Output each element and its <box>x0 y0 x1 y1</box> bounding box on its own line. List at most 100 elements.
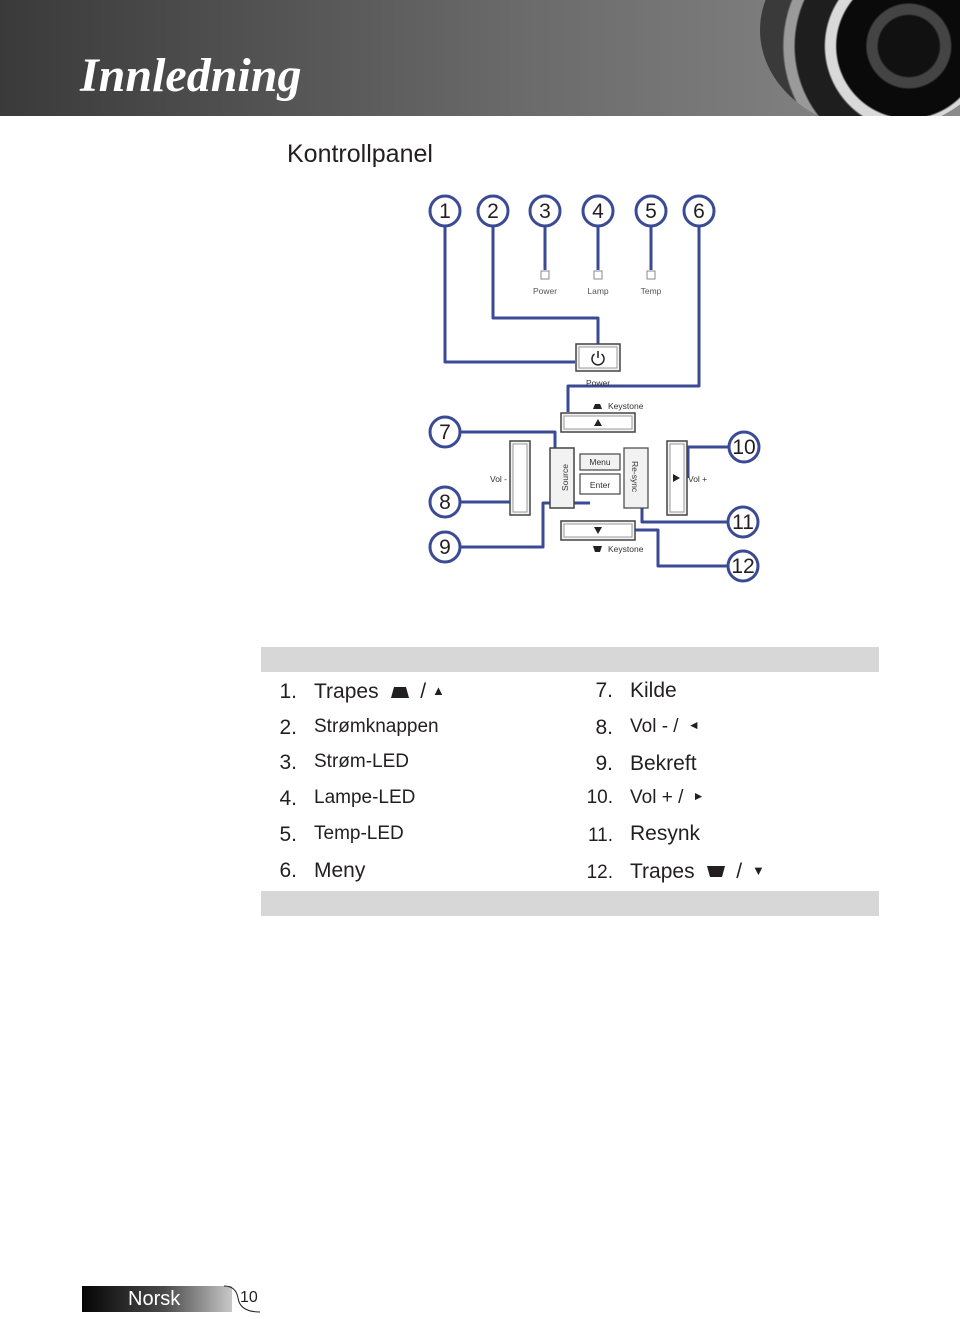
legend-num: 7. <box>595 679 613 702</box>
legend-num: 11. <box>587 825 613 846</box>
power-icon <box>591 351 605 366</box>
legend-label: Temp-LED <box>314 823 404 844</box>
callout-10: 10 <box>727 430 761 464</box>
svg-text:6: 6 <box>693 200 705 223</box>
svg-text:4: 4 <box>592 200 604 223</box>
legend-num: 8. <box>595 716 613 739</box>
legend-label: Lampe-LED <box>314 787 416 808</box>
keystone-up-icon <box>593 404 602 409</box>
callout-7: 7 <box>428 415 462 449</box>
legend-num: 12. <box>586 862 613 883</box>
temp-led-icon <box>646 270 656 280</box>
footer-curve-decoration <box>223 1285 261 1313</box>
lamp-led-icon <box>593 270 603 280</box>
line-10 <box>686 445 729 478</box>
resync-label: Re-sync <box>630 461 640 493</box>
triangle-right-icon: ► <box>692 789 705 803</box>
legend-num: 1. <box>279 680 297 703</box>
callout-11: 11 <box>726 505 760 539</box>
source-button[interactable]: Source <box>549 447 575 509</box>
callout-1: 1 <box>428 194 462 228</box>
keystone-up-button[interactable] <box>560 412 636 433</box>
arrow-down-icon <box>594 527 602 534</box>
legend-label: Strømknappen <box>314 716 439 737</box>
triangle-down-icon: ▼ <box>751 863 765 878</box>
svg-text:9: 9 <box>439 536 451 559</box>
callout-8: 8 <box>428 485 462 519</box>
legend-label: Meny <box>314 859 366 882</box>
keystone-top-label: Keystone <box>608 401 644 411</box>
legend-bottom-band <box>261 891 879 916</box>
enter-button[interactable]: Enter <box>579 473 621 495</box>
power-led-icon <box>540 270 550 280</box>
temp-led-label: Temp <box>641 286 662 296</box>
led-indicators: Power Lamp Temp <box>533 270 662 296</box>
svg-text:12: 12 <box>731 555 754 578</box>
vol-minus-label: Vol - <box>490 474 507 484</box>
line-6 <box>566 226 701 412</box>
footer-language-bar <box>82 1286 232 1312</box>
triangle-up-icon: ▲ <box>431 683 445 698</box>
power-button[interactable] <box>575 343 621 372</box>
vol-plus-label: Vol + <box>688 474 707 484</box>
legend-num: 4. <box>279 787 297 810</box>
legend-num: 2. <box>279 716 297 739</box>
keystone-down-icon <box>707 866 726 877</box>
keystone-down-icon <box>593 546 602 552</box>
callout-3: 3 <box>528 194 562 228</box>
svg-text:10: 10 <box>732 436 755 459</box>
footer-language: Norsk <box>128 1288 181 1310</box>
svg-text:11: 11 <box>732 511 754 534</box>
chapter-title: Innledning <box>80 49 302 102</box>
legend-label: Trapes / ▲ <box>314 680 445 703</box>
control-panel-diagram: Power Lamp Temp Power Keystone Vol - Sou… <box>428 194 761 583</box>
callout-6: 6 <box>682 194 716 228</box>
svg-text:3: 3 <box>539 200 551 223</box>
projector-lens-graphic <box>760 0 960 116</box>
menu-label: Menu <box>589 457 611 467</box>
line-12 <box>630 528 728 568</box>
arrow-up-icon <box>594 419 602 426</box>
svg-text:2: 2 <box>487 200 499 223</box>
power-button-label: Power <box>586 378 610 388</box>
chapter-header: Innledning <box>0 0 960 116</box>
keystone-up-icon <box>391 687 410 698</box>
legend-label: Kilde <box>630 679 677 702</box>
legend-label: Strøm-LED <box>314 751 409 772</box>
enter-label: Enter <box>590 480 610 490</box>
legend-num: 5. <box>279 823 297 846</box>
section-title: Kontrollpanel <box>287 140 433 168</box>
power-led-label: Power <box>533 286 557 296</box>
legend-label: Trapes / ▼ <box>630 860 765 883</box>
legend-list: 1. Trapes / ▲ 2. Strømknappen 3. Strøm-L… <box>261 672 879 890</box>
legend-num: 3. <box>279 751 297 774</box>
svg-text:8: 8 <box>439 491 451 514</box>
menu-button[interactable]: Menu <box>579 453 621 471</box>
legend-num: 6. <box>279 859 297 882</box>
lamp-led-label: Lamp <box>587 286 609 296</box>
vol-minus-button[interactable] <box>509 440 531 516</box>
keystone-bottom-label: Keystone <box>608 544 644 554</box>
page-number: 10 <box>240 1289 258 1306</box>
arrow-right-icon <box>673 474 680 482</box>
line-1 <box>443 226 575 364</box>
svg-text:5: 5 <box>645 200 657 223</box>
line-2 <box>491 226 600 344</box>
svg-text:7: 7 <box>439 421 451 444</box>
line-7 <box>461 430 557 498</box>
callout-4: 4 <box>581 194 615 228</box>
resync-button[interactable]: Re-sync <box>623 447 649 509</box>
legend-label: Vol - / ◄ <box>630 716 700 737</box>
callout-2: 2 <box>476 194 510 228</box>
callout-9: 9 <box>428 530 462 564</box>
keystone-down-button[interactable] <box>560 520 636 541</box>
callout-5: 5 <box>634 194 668 228</box>
legend-num: 10. <box>586 787 613 808</box>
triangle-left-icon: ◄ <box>687 718 700 732</box>
legend-label: Resynk <box>630 822 701 845</box>
legend-num: 9. <box>595 752 613 775</box>
svg-text:1: 1 <box>439 200 451 223</box>
callout-12: 12 <box>726 549 760 583</box>
legend-label: Bekreft <box>630 752 697 775</box>
legend-top-band <box>261 647 879 672</box>
